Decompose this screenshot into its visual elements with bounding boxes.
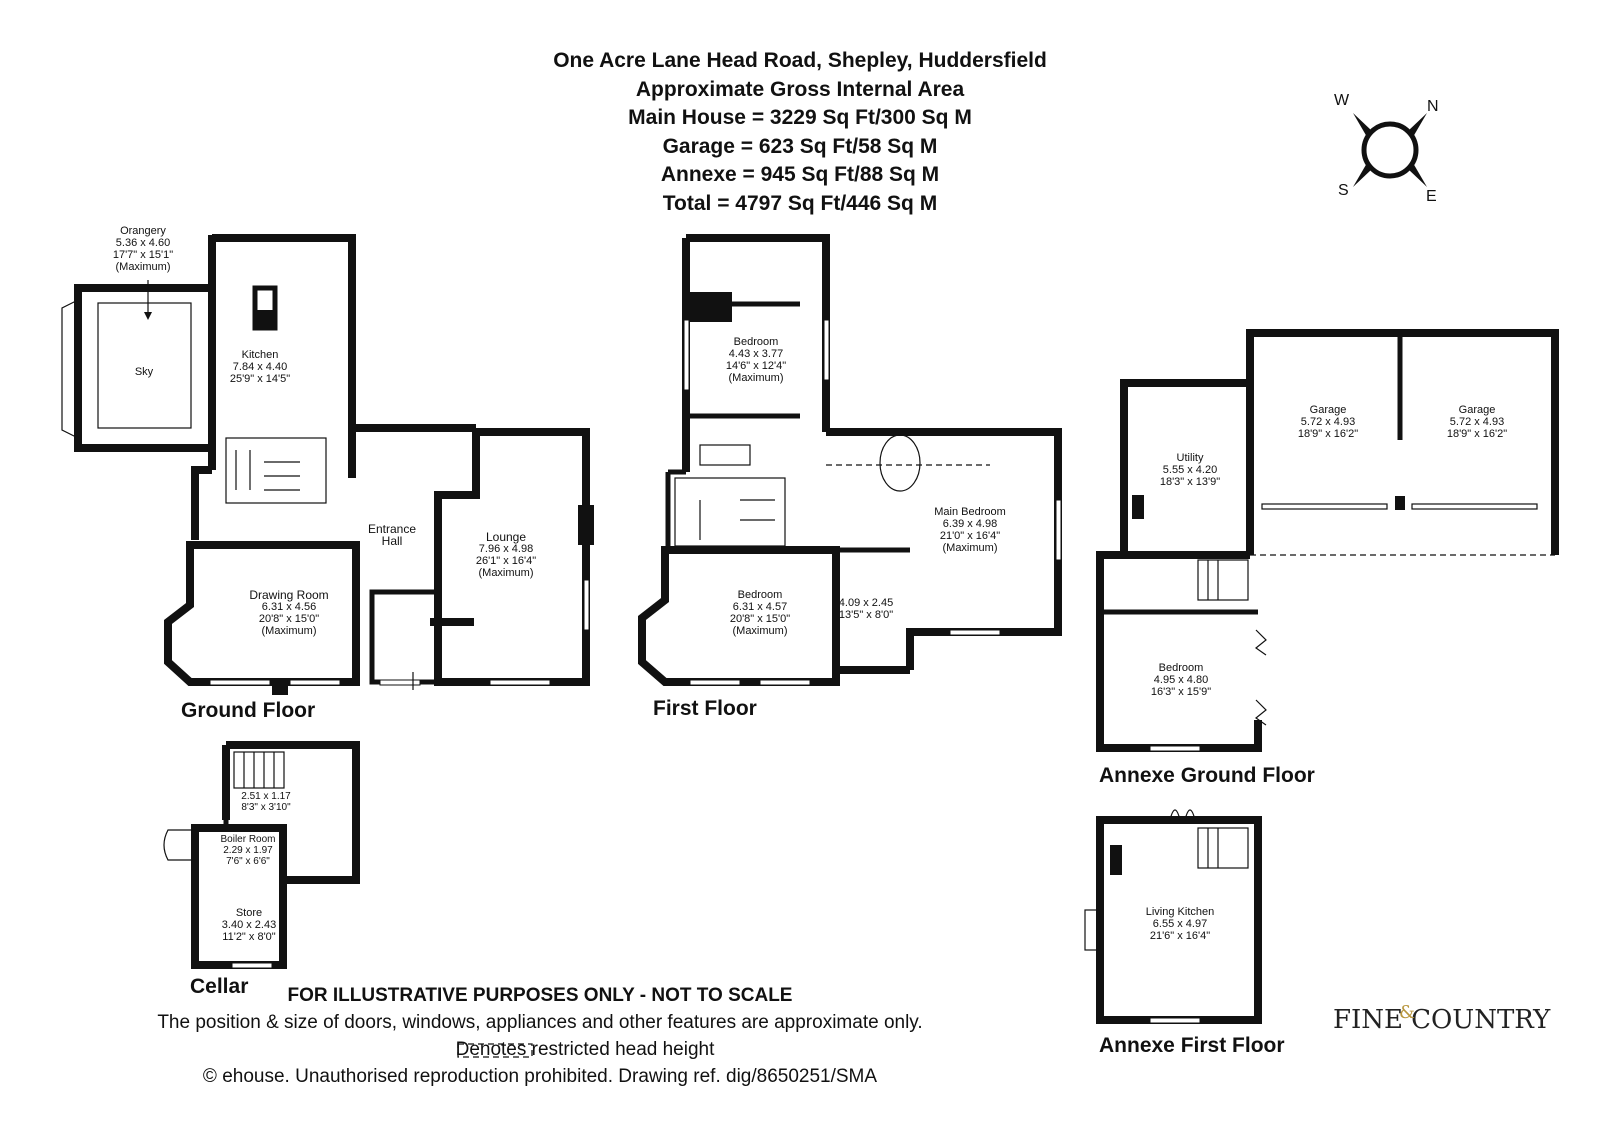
floor-title-ground: Ground Floor bbox=[181, 699, 316, 722]
compass-n: N bbox=[1427, 98, 1439, 115]
copyright: © ehouse. Unauthorised reproduction proh… bbox=[202, 1066, 878, 1087]
annexe-ground-floor-plan bbox=[1096, 551, 1267, 752]
fine-and-country-logo: FINE&COUNTRY bbox=[1333, 1002, 1551, 1035]
garage-area: Garage = 623 Sq Ft/58 Sq M bbox=[662, 134, 938, 158]
legend-text: Denotes restricted head height bbox=[455, 1039, 715, 1060]
annexe-area: Annexe = 945 Sq Ft/88 Sq M bbox=[660, 163, 940, 186]
area-title: Approximate Gross Internal Area bbox=[635, 77, 965, 101]
annexe-first-floor-plan bbox=[1084, 809, 1262, 1024]
disclaimer: FOR ILLUSTRATIVE PURPOSES ONLY - NOT TO … bbox=[287, 985, 793, 1006]
garage-block-plan bbox=[1120, 329, 1559, 556]
compass-s: S bbox=[1338, 182, 1349, 199]
room-label-sky: Sky bbox=[134, 366, 154, 378]
compass-rose-icon bbox=[1353, 113, 1427, 187]
first-floor-plan bbox=[638, 234, 1062, 686]
floor-title-annexe-ground: Annexe Ground Floor bbox=[1099, 764, 1315, 787]
floor-title-annexe-first: Annexe First Floor bbox=[1099, 1034, 1285, 1057]
address-title: One Acre Lane Head Road, Shepley, Hudder… bbox=[553, 49, 1047, 72]
floor-title-first: First Floor bbox=[653, 697, 757, 720]
floor-title-cellar: Cellar bbox=[190, 975, 249, 998]
total-area: Total = 4797 Sq Ft/446 Sq M bbox=[662, 191, 938, 215]
footer: FOR ILLUSTRATIVE PURPOSES ONLY - NOT TO … bbox=[0, 982, 1080, 1090]
cellar-plan bbox=[163, 741, 360, 969]
restricted-height-legend-icon bbox=[457, 1043, 533, 1058]
compass-e: E bbox=[1426, 188, 1437, 205]
compass-w: W bbox=[1334, 92, 1350, 109]
ground-floor-plan bbox=[61, 234, 594, 695]
footer-note: The position & size of doors, windows, a… bbox=[157, 1012, 923, 1033]
header: One Acre Lane Head Road, Shepley, Hudder… bbox=[0, 47, 1600, 218]
main-house-area: Main House = 3229 Sq Ft/300 Sq M bbox=[628, 106, 972, 129]
